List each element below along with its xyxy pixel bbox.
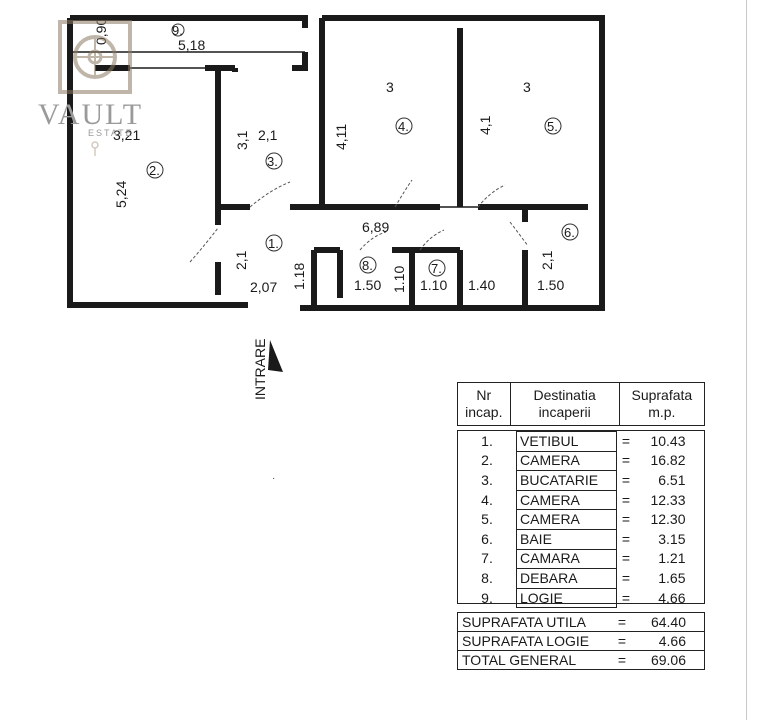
dim-room5-length: 4,1 — [477, 115, 493, 135]
logia-walls — [70, 51, 308, 71]
dim-corridor-width: 1.40 — [468, 277, 495, 293]
summary-table: SUPRAFATA UTILA=64.40 SUPRAFATA LOGIE=4.… — [458, 613, 704, 669]
dim-bath-depth: 2,1 — [539, 250, 555, 270]
dim-room8-width: 1.50 — [354, 277, 381, 293]
table-row: 6.BAIE=3.15 — [458, 528, 704, 550]
header-nr: Nr incap. — [458, 383, 511, 425]
dim-room3-width: 2,1 — [258, 127, 278, 143]
dim-room2-width: 3,21 — [113, 127, 140, 143]
summary-row: SUPRAFATA UTILA=64.40 — [458, 613, 704, 632]
dim-hall-length: 6,89 — [362, 219, 389, 235]
table-row: 7.CAMARA=1.21 — [458, 548, 704, 570]
watermark-brand: VAULT — [38, 98, 144, 131]
table-row: 3.BUCATARIE=6.51 — [458, 470, 704, 491]
table-row: 1.VETIBUL=10.43 — [458, 431, 704, 452]
service-room-walls — [311, 247, 528, 308]
watermark-sub: ESTATE — [88, 128, 134, 138]
scan-edge-line — [746, 0, 747, 720]
header-area: Suprafata m.p. — [631, 387, 693, 420]
room-table: 1.VETIBUL=10.43 2.CAMERA=16.82 3.BUCATAR… — [458, 431, 704, 609]
room-number-5: 5. — [547, 119, 558, 134]
room-number-6: 6. — [564, 225, 575, 240]
table-row: 8.DEBARA=1.65 — [458, 568, 704, 589]
legend-summary: SUPRAFATA UTILA=64.40 SUPRAFATA LOGIE=4.… — [457, 612, 705, 670]
entrance-label: INTRARE — [252, 339, 268, 400]
dim-room2-length: 5,24 — [113, 181, 129, 208]
table-row: 4.CAMERA=12.33 — [458, 489, 704, 511]
legend-header: Nr incap. Destinatia incaperii Suprafata… — [457, 382, 705, 426]
room-number-2: 2. — [149, 163, 160, 178]
dim-room4-width: 3 — [386, 79, 394, 95]
room3-walls — [218, 28, 440, 210]
rooms45-walls — [440, 28, 588, 222]
dim-hall-depth: 2,1 — [233, 250, 249, 270]
table-row: 9.LOGIE=4.66 — [458, 587, 704, 609]
dim-room4-length: 4,11 — [333, 124, 349, 150]
table-row: 5.CAMERA=12.30 — [458, 509, 704, 530]
room-number-1: 1. — [268, 236, 279, 251]
room-number-3: 3. — [267, 154, 278, 169]
room-number-7: 7. — [431, 261, 442, 276]
legend-rows: 1.VETIBUL=10.43 2.CAMERA=16.82 3.BUCATAR… — [457, 430, 705, 609]
entrance-marker: INTRARE — [252, 339, 283, 400]
dim-room8-depth: 1.10 — [391, 266, 407, 293]
room-number-9: 9. — [172, 23, 183, 38]
watermark-logo-icon — [58, 20, 132, 156]
dim-logia-width: 5,18 — [178, 37, 205, 53]
dim-hall-niche: 1.18 — [291, 263, 307, 290]
room-markers — [146, 23, 579, 277]
dim-room7-width: 1.10 — [420, 277, 447, 293]
room-numbers: 2. 3. 4. 5. 6. 7. 8. 1. 9. — [149, 23, 575, 276]
dim-hall-width: 2,07 — [250, 279, 277, 295]
summary-row: SUPRAFATA LOGIE=4.66 — [458, 631, 704, 651]
summary-row: TOTAL GENERAL=69.06 — [462, 651, 686, 668]
outer-walls — [67, 15, 605, 311]
door-swings — [189, 179, 529, 263]
dim-bath-width: 1.50 — [537, 277, 564, 293]
dim-room5-width: 3 — [523, 79, 531, 95]
room-number-8: 8. — [362, 258, 373, 273]
room-number-4: 4. — [398, 119, 409, 134]
dim-room3-length: 3,1 — [234, 130, 250, 150]
table-row: 2.CAMERA=16.82 — [458, 450, 704, 472]
scan-speck: · — [272, 473, 275, 484]
header-destination: Destinatia incaperii — [511, 383, 620, 425]
